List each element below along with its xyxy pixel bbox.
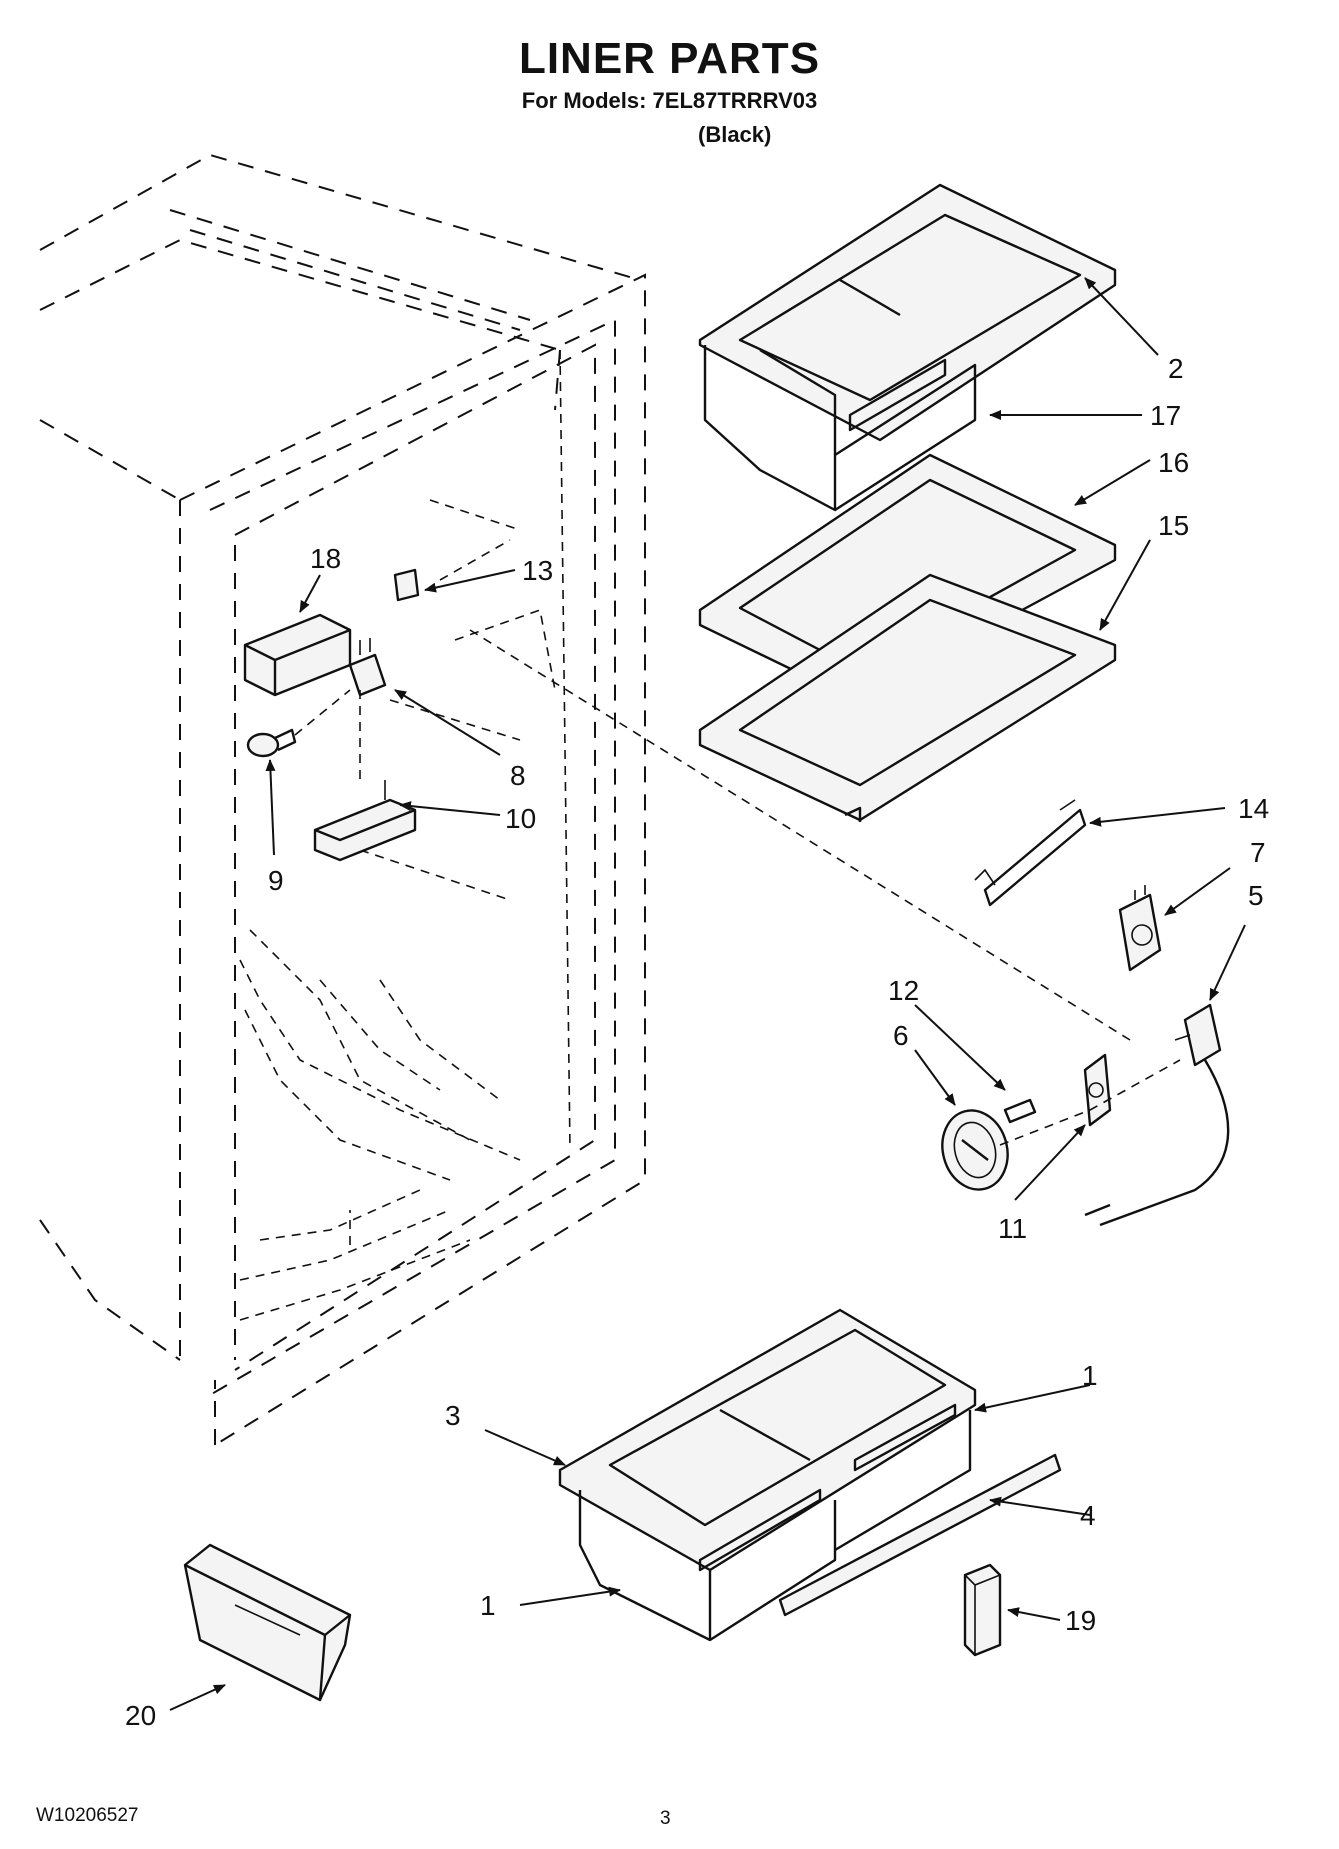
lower-crisper-pans (558, 1308, 977, 1642)
callout-6: 6 (893, 1020, 909, 1051)
light-socket (348, 638, 387, 697)
callout-16: 16 (1158, 447, 1189, 478)
callout-3: 3 (445, 1400, 461, 1431)
callout-7: 7 (1250, 837, 1266, 868)
foam-block (963, 1563, 1002, 1657)
callout-11: 11 (998, 1213, 1027, 1244)
callout-2: 2 (1168, 353, 1184, 384)
assembly-line-knob (999, 1059, 1181, 1146)
callout-labels: 2 17 16 15 18 13 8 10 9 14 7 5 12 6 11 1… (125, 353, 1269, 1731)
light-bracket (313, 780, 417, 862)
callout-8: 8 (510, 760, 526, 791)
control-knob (941, 1109, 1009, 1191)
callout-13: 13 (522, 555, 553, 586)
assembly-line-light (294, 689, 361, 780)
callout-19: 19 (1065, 1605, 1096, 1636)
lower-shelf (698, 573, 1117, 822)
mounting-screw (1003, 1098, 1037, 1124)
callout-1-left: 1 (480, 1590, 496, 1621)
door-bin (183, 1543, 352, 1702)
color-variant: (Black) (698, 122, 772, 147)
upper-crisper-pan (698, 183, 1117, 512)
callout-20: 20 (125, 1700, 156, 1731)
callout-12: 12 (888, 975, 919, 1006)
callout-14: 14 (1238, 793, 1269, 824)
control-module (1118, 885, 1162, 972)
callout-15: 15 (1158, 510, 1189, 541)
cabinet-inner-details (239, 349, 1131, 1321)
light-bulb (246, 728, 297, 758)
callout-18: 18 (310, 543, 341, 574)
shelf-bracket (974, 799, 1087, 907)
page-title: LINER PARTS (518, 34, 821, 83)
trim-strip (778, 1453, 1062, 1617)
document-number: W10206527 (36, 1805, 139, 1826)
thermostat (1084, 1003, 1230, 1227)
callout-9: 9 (268, 865, 284, 896)
callout-17: 17 (1150, 400, 1181, 431)
model-subtitle: For Models: 7EL87TRRRV03 (521, 88, 818, 113)
cabinet-outline (39, 153, 646, 1446)
callout-5: 5 (1248, 880, 1264, 911)
page-number: 3 (660, 1808, 671, 1829)
callout-4: 4 (1080, 1500, 1096, 1531)
control-bezel (1083, 1053, 1112, 1127)
callout-10: 10 (505, 803, 536, 834)
callout-1-right: 1 (1082, 1360, 1098, 1391)
light-shield (243, 613, 352, 697)
leader-lines (169, 277, 1246, 1711)
light-switch (393, 568, 420, 602)
